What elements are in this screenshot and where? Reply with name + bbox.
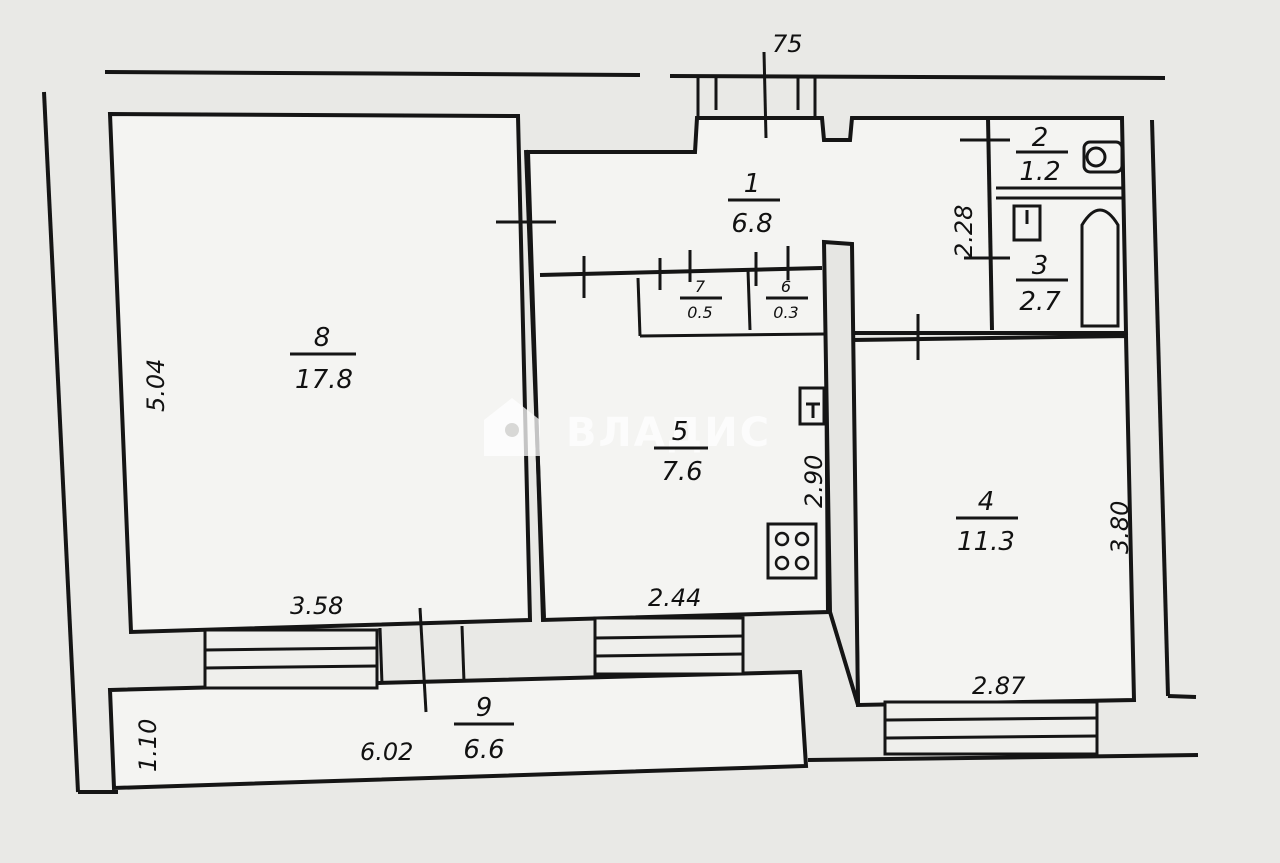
partitions xyxy=(524,78,1124,619)
room-area: 2.7 xyxy=(1019,287,1061,317)
dim-room4-height: 3.80 xyxy=(1106,501,1134,554)
room-5-label: 5 7.6 xyxy=(654,417,708,487)
windows xyxy=(203,616,1099,756)
dim-room8-height: 5.04 xyxy=(142,359,170,412)
room-4-label: 4 11.3 xyxy=(956,487,1018,557)
room-area: 17.8 xyxy=(295,365,353,395)
dim-room5-height: 2.90 xyxy=(800,455,828,508)
kitchen-sink-icon xyxy=(798,386,826,426)
dim-balcony-depth: 1.10 xyxy=(134,719,162,772)
dim-balcony-width: 6.02 xyxy=(360,738,413,766)
room-number: 7 xyxy=(695,277,706,296)
room-number: 5 xyxy=(672,417,689,447)
room-area: 11.3 xyxy=(957,527,1015,557)
room-area: 0.3 xyxy=(773,303,798,322)
room-number: 9 xyxy=(476,693,493,723)
toilet-icon xyxy=(1082,140,1124,174)
room-8-outline xyxy=(107,111,533,635)
sink-icon xyxy=(1012,204,1042,242)
room-area: 1.2 xyxy=(1019,157,1060,187)
room-2-label: 2 1.2 xyxy=(1016,123,1068,187)
room-number: 8 xyxy=(314,323,331,353)
dim-room4-width: 2.87 xyxy=(972,672,1026,700)
room-area: 6.8 xyxy=(731,209,772,239)
room-number: 3 xyxy=(1032,251,1049,281)
dim-bath-height: 2.28 xyxy=(950,205,978,258)
bathtub-icon xyxy=(1080,208,1120,328)
room-7-label: 7 0.5 xyxy=(680,277,722,322)
dim-room8-width: 3.58 xyxy=(290,592,343,620)
watermark-logo-icon xyxy=(484,398,540,456)
balcony-outline xyxy=(107,669,809,791)
room-number: 6 xyxy=(781,277,791,296)
room-6-label: 6 0.3 xyxy=(766,277,808,322)
room-area: 6.6 xyxy=(463,735,504,765)
partition-column xyxy=(821,239,860,706)
room-number: 4 xyxy=(978,487,995,517)
dim-room5-width: 2.44 xyxy=(648,584,701,612)
stove-icon xyxy=(766,522,818,580)
room-area: 0.5 xyxy=(687,303,712,322)
room-8-label: 8 17.8 xyxy=(290,323,356,395)
room-area: 7.6 xyxy=(661,457,702,487)
door-ticks xyxy=(418,51,1010,713)
room-4-outline xyxy=(849,333,1137,708)
top-label: 75 xyxy=(772,30,803,58)
outer-lines xyxy=(42,70,1199,794)
room-number: 2 xyxy=(1032,123,1049,153)
room-1-label: 1 6.8 xyxy=(728,169,780,239)
room-9-label: 9 6.6 xyxy=(454,693,514,765)
room-number: 1 xyxy=(744,169,761,199)
room-3-label: 3 2.7 xyxy=(1016,251,1068,317)
